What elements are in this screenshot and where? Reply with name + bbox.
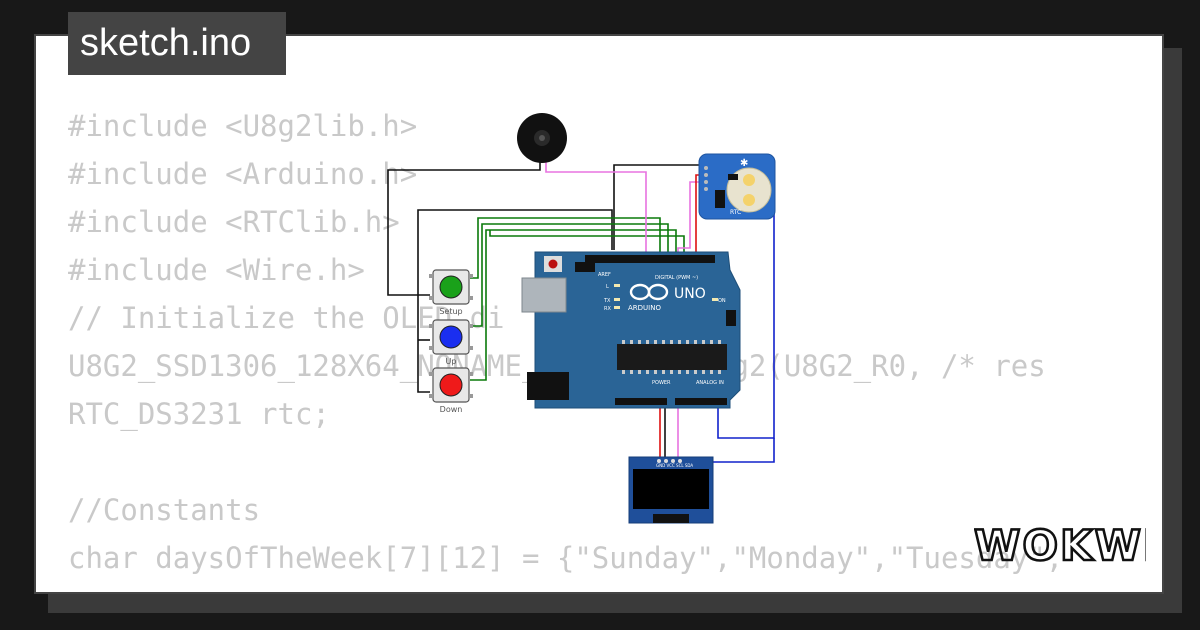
oled-display[interactable]: GND VCC SCL SDA: [628, 456, 714, 524]
icsp-header: [726, 310, 736, 326]
svg-text:WOKWI: WOKWI: [974, 522, 1146, 568]
uno-label: UNO: [674, 286, 706, 302]
arduino-label: ARDUINO: [628, 304, 661, 312]
rx-label: RX: [604, 306, 611, 312]
rtc-label: RTC: [730, 209, 741, 216]
led-rx: [614, 306, 620, 309]
code-line: #include <Wire.h>: [68, 253, 365, 287]
setup-button[interactable]: [429, 269, 473, 305]
power-jack: [527, 372, 569, 400]
adafruit-star-icon: ✱: [740, 158, 748, 169]
code-preview: #include <U8g2lib.h> #include <Arduino.h>…: [68, 102, 1064, 592]
wire-buzzer-signal: [545, 160, 647, 255]
digital-label: DIGITAL (PWM ~): [655, 275, 698, 281]
wire-up: [470, 223, 669, 327]
up-button-label: Up: [446, 357, 457, 366]
led-on: [712, 298, 718, 301]
down-button[interactable]: [429, 367, 473, 403]
led-l: [614, 284, 620, 287]
file-name-tab: sketch.ino: [68, 12, 286, 75]
on-label: ON: [718, 298, 726, 304]
led-tx: [614, 298, 620, 301]
code-line: #include <U8g2lib.h>: [68, 109, 418, 143]
wire-gnd-rtc: [613, 164, 700, 250]
oled-pin-labels: GND VCC SCL SDA: [656, 463, 693, 468]
wire-extra: [489, 230, 685, 255]
buzzer[interactable]: [517, 113, 567, 163]
power-header: [615, 398, 667, 405]
setup-button-label: Setup: [439, 307, 462, 316]
code-line: #include <RTClib.h>: [68, 205, 400, 239]
wokwi-logo-icon: WOKWI: [973, 520, 1160, 572]
code-line: #include <Arduino.h>: [68, 157, 418, 191]
analog-header: [675, 398, 727, 405]
wire-buzzer-gnd: [387, 160, 541, 296]
code-line: const int debounceDelay = 2: [68, 582, 1063, 592]
atmega-chip: [617, 344, 727, 370]
code-line: // Initialize the OLED di: [68, 301, 505, 335]
analog-label: ANALOG IN: [696, 380, 724, 386]
l-label: L: [606, 284, 609, 290]
wire-down: [470, 229, 677, 381]
up-button[interactable]: [429, 319, 473, 355]
power-label: POWER: [652, 380, 671, 386]
down-button-label: Down: [440, 405, 463, 414]
icsp-header-2: [575, 262, 595, 272]
code-line: //Constants: [68, 493, 261, 527]
wokwi-logo: WOKWI: [973, 520, 1160, 572]
arduino-uno-board[interactable]: UNO ARDUINO DIGITAL (PWM ~) POWER ANALOG…: [521, 251, 741, 409]
code-line: char daysOfTheWeek[7][12] = {"Sunday","M…: [68, 541, 1064, 575]
tx-label: TX: [603, 298, 611, 304]
digital-header: [585, 255, 715, 263]
usb-port: [521, 277, 567, 313]
code-line: RTC_DS3231 rtc;: [68, 397, 330, 431]
arduino-logo-icon: [629, 283, 669, 301]
aref-label: AREF: [598, 272, 611, 278]
rtc-ds3231-module[interactable]: ✱ RTC: [698, 153, 776, 220]
wire-oled-scl: [712, 438, 775, 463]
